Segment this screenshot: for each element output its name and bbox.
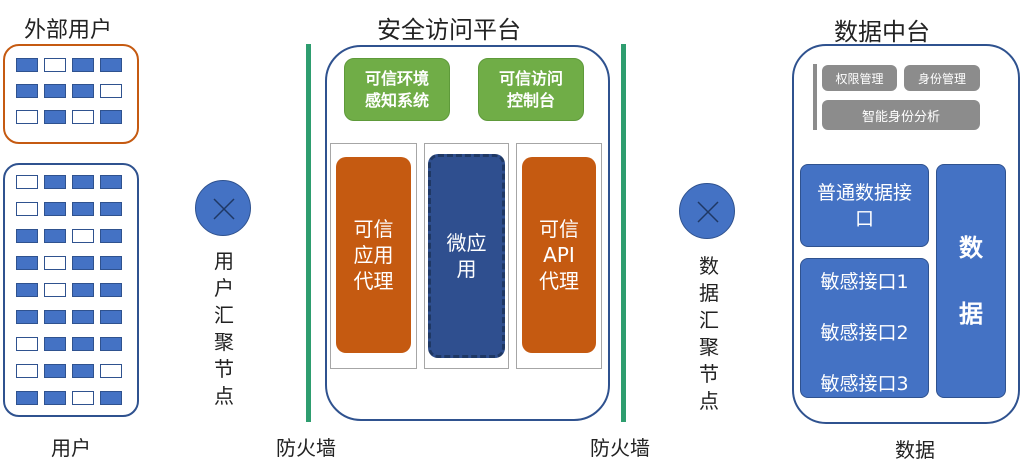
user-cell bbox=[44, 58, 66, 72]
user-cell bbox=[44, 256, 66, 270]
platform-title: 安全访问平台 bbox=[377, 16, 521, 44]
common-api-box: 普通数据接口 bbox=[800, 164, 929, 247]
sensitive-api-2: 敏感接口2 bbox=[820, 322, 909, 344]
sensitive-api-1: 敏感接口1 bbox=[820, 271, 909, 293]
data-label: 数据 bbox=[895, 438, 935, 462]
firewall-left-label: 防火墙 bbox=[276, 436, 336, 460]
sensitive-api-box: 敏感接口1 敏感接口2 敏感接口3 bbox=[800, 258, 929, 398]
user-cell bbox=[44, 337, 66, 351]
access-console-box: 可信访问控制台 bbox=[478, 58, 584, 121]
user-cell bbox=[100, 283, 122, 297]
data-center-title: 数据中台 bbox=[834, 18, 930, 46]
user-cell bbox=[72, 202, 94, 216]
user-cell bbox=[100, 202, 122, 216]
mgmt-divider bbox=[813, 64, 817, 130]
user-cell bbox=[16, 256, 38, 270]
user-cell bbox=[44, 84, 66, 98]
user-cell bbox=[72, 391, 94, 405]
user-cell bbox=[16, 391, 38, 405]
user-cell bbox=[44, 202, 66, 216]
micro-app-label: 微应用 bbox=[446, 231, 487, 281]
permission-label: 权限管理 bbox=[835, 71, 884, 86]
permission-box: 权限管理 bbox=[822, 65, 897, 91]
sensitive-api-3: 敏感接口3 bbox=[820, 373, 909, 395]
access-console-label: 可信访问控制台 bbox=[498, 68, 563, 110]
user-cell bbox=[100, 229, 122, 243]
micro-app-box: 微应用 bbox=[428, 154, 505, 358]
user-cell bbox=[100, 256, 122, 270]
identity-label: 身份管理 bbox=[917, 71, 966, 86]
user-cell bbox=[100, 364, 122, 378]
user-cell bbox=[16, 364, 38, 378]
env-system-box: 可信环境感知系统 bbox=[344, 58, 450, 121]
user-cell bbox=[16, 110, 38, 124]
user-cell bbox=[16, 283, 38, 297]
user-cell bbox=[72, 337, 94, 351]
internal-users-box bbox=[3, 163, 139, 417]
identity-analysis-box: 智能身份分析 bbox=[822, 100, 980, 130]
user-cell bbox=[72, 364, 94, 378]
user-cell bbox=[72, 229, 94, 243]
user-node-icon bbox=[195, 180, 251, 236]
user-cell bbox=[100, 84, 122, 98]
user-cell bbox=[44, 310, 66, 324]
internal-users-grid bbox=[16, 175, 122, 405]
data-node-icon bbox=[679, 183, 735, 239]
common-api-label: 普通数据接口 bbox=[816, 181, 912, 230]
user-cell bbox=[44, 283, 66, 297]
app-proxy-label: 可信应用代理 bbox=[353, 217, 394, 293]
identity-box: 身份管理 bbox=[904, 65, 980, 91]
user-cell bbox=[16, 202, 38, 216]
user-cell bbox=[16, 84, 38, 98]
external-users-box bbox=[3, 44, 139, 144]
user-node-label: 用户汇聚节点 bbox=[214, 249, 234, 408]
user-cell bbox=[44, 364, 66, 378]
user-cell bbox=[44, 175, 66, 189]
user-cell bbox=[72, 110, 94, 124]
user-cell bbox=[44, 110, 66, 124]
users-label: 用户 bbox=[51, 436, 91, 460]
firewall-right-label: 防火墙 bbox=[590, 436, 650, 460]
user-cell bbox=[100, 391, 122, 405]
user-cell bbox=[44, 391, 66, 405]
user-cell bbox=[100, 310, 122, 324]
api-proxy-label: 可信API代理 bbox=[539, 217, 579, 293]
user-cell bbox=[16, 175, 38, 189]
external-users-title: 外部用户 bbox=[24, 18, 113, 43]
user-cell bbox=[72, 84, 94, 98]
user-cell bbox=[44, 229, 66, 243]
user-cell bbox=[100, 58, 122, 72]
firewall-left-bar bbox=[306, 44, 311, 422]
data-block: 数据 bbox=[936, 164, 1006, 398]
user-cell bbox=[16, 229, 38, 243]
firewall-right-bar bbox=[621, 44, 626, 422]
identity-analysis-label: 智能身份分析 bbox=[861, 109, 940, 125]
app-proxy-box: 可信应用代理 bbox=[336, 157, 411, 353]
external-users-grid bbox=[16, 58, 122, 124]
user-cell bbox=[72, 256, 94, 270]
user-cell bbox=[100, 337, 122, 351]
user-cell bbox=[100, 175, 122, 189]
user-cell bbox=[72, 310, 94, 324]
user-cell bbox=[100, 110, 122, 124]
env-system-label: 可信环境感知系统 bbox=[364, 68, 429, 110]
api-proxy-box: 可信API代理 bbox=[522, 157, 596, 353]
user-cell bbox=[16, 337, 38, 351]
data-node-label: 数据汇聚节点 bbox=[699, 254, 719, 413]
user-cell bbox=[16, 310, 38, 324]
user-cell bbox=[72, 175, 94, 189]
data-block-label: 数据 bbox=[959, 234, 983, 328]
user-cell bbox=[72, 283, 94, 297]
user-cell bbox=[72, 58, 94, 72]
user-cell bbox=[16, 58, 38, 72]
